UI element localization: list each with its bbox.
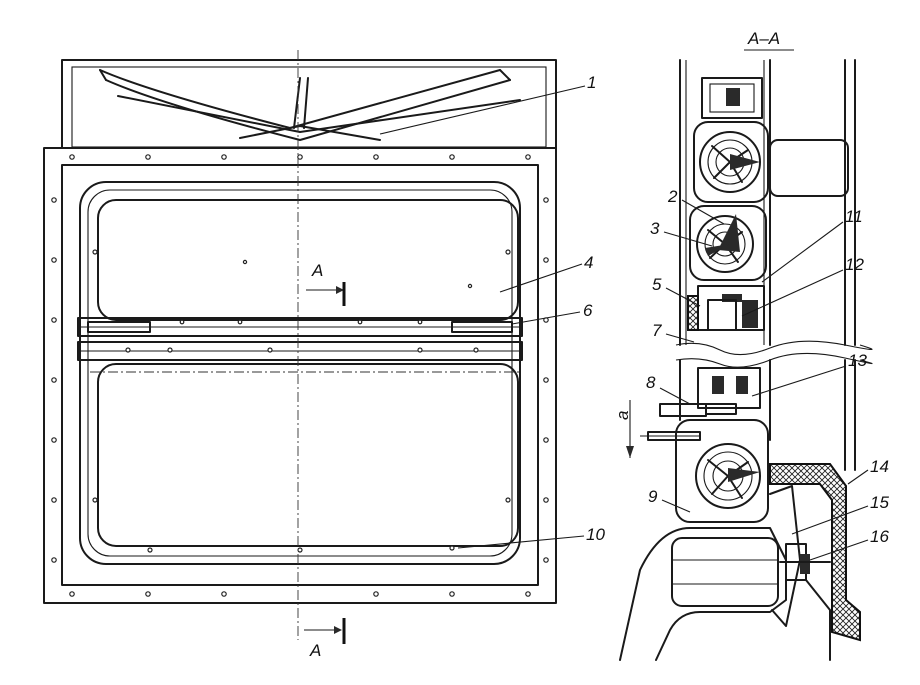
- side-mark-a: a: [613, 411, 632, 420]
- callout-1: 1: [587, 73, 596, 92]
- cut-plane-marker-top: A: [306, 261, 346, 306]
- callout-4: 4: [584, 253, 593, 272]
- callout-15: 15: [870, 493, 889, 512]
- outer-flange: [43, 147, 557, 604]
- callout-2: 2: [667, 187, 678, 206]
- upper-roller: [693, 121, 849, 203]
- lower-roller: [675, 419, 769, 523]
- lower-bearing: [687, 285, 765, 331]
- cut-letter-top: A: [311, 261, 323, 280]
- upper-glass-pane: [97, 199, 519, 321]
- callout-8: 8: [646, 373, 656, 392]
- middle-rail: [77, 317, 523, 361]
- callout-14: 14: [870, 457, 889, 476]
- top-tensioner-frame: [61, 59, 557, 149]
- middle-roller: [689, 205, 767, 281]
- leader-lines-front: [379, 85, 586, 549]
- leader-lines-section: [659, 199, 869, 561]
- callout-10: 10: [586, 525, 605, 544]
- callout-5: 5: [652, 275, 662, 294]
- upper-bearing: [701, 77, 763, 119]
- cut-letter-bottom: A: [309, 641, 321, 660]
- callout-3: 3: [650, 219, 660, 238]
- callout-11: 11: [845, 207, 863, 226]
- section-title: A–A: [747, 29, 780, 48]
- flange-bolt-holes: [51, 154, 549, 597]
- lower-bracket: [619, 485, 831, 661]
- center-line: [90, 50, 520, 640]
- callout-9: 9: [648, 487, 658, 506]
- front-view: A A 1 4 6 10: [43, 50, 605, 660]
- callout-12: 12: [845, 255, 864, 274]
- callout-6: 6: [583, 301, 593, 320]
- bearing-13: [697, 367, 761, 415]
- lower-glass-pane: [97, 363, 519, 547]
- callout-7: 7: [652, 321, 662, 340]
- body-walls: [675, 59, 873, 471]
- side-a-marker: a: [613, 400, 634, 458]
- window-frame: [79, 181, 521, 565]
- section-view: A–A: [613, 29, 889, 661]
- latch-8: [640, 403, 707, 441]
- callout-13: 13: [848, 351, 867, 370]
- upper-bracket: [769, 139, 849, 197]
- callout-16: 16: [870, 527, 889, 546]
- cut-plane-marker-bottom: A: [304, 618, 346, 660]
- side-wall-14: [769, 463, 861, 642]
